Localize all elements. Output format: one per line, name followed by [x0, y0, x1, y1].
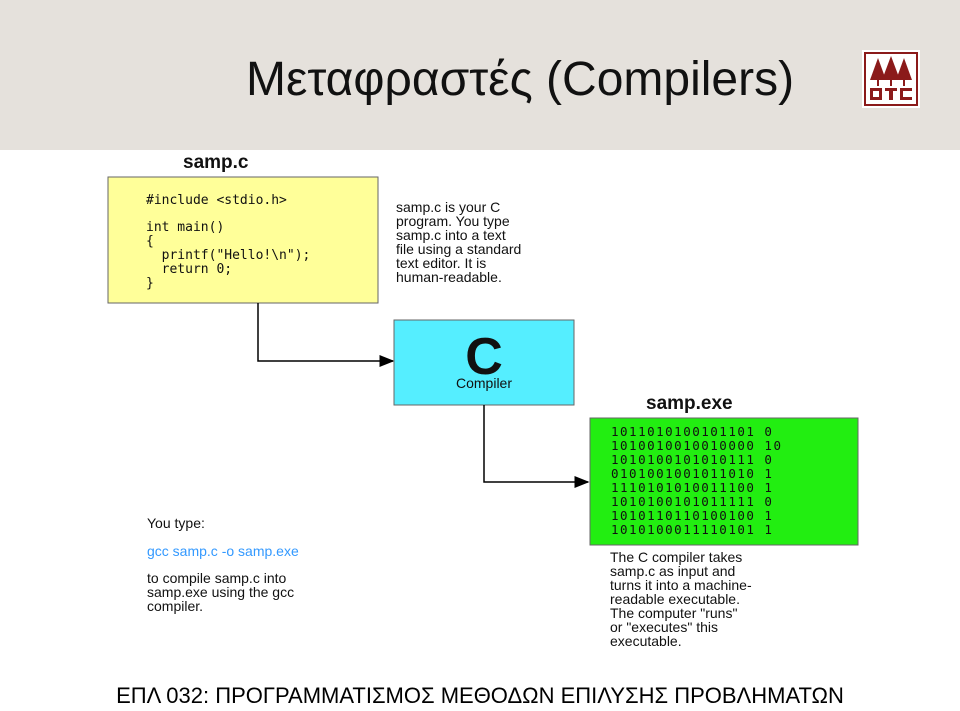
compiler-label: Compiler [456, 375, 512, 391]
code-line: printf("Hello!\n"); [146, 248, 310, 263]
executable-box [589, 417, 859, 546]
compiler-letter: C [465, 328, 503, 386]
binary-line: 1011010100101101 0 [611, 424, 773, 439]
gcc-command: gcc samp.c -o samp.exe [147, 543, 299, 559]
compiler-box [393, 319, 575, 406]
source-file-box [107, 176, 379, 304]
you-type-description: to compile samp.c into samp.exe using th… [147, 570, 298, 614]
binary-line: 0101001001011010 1 [611, 466, 773, 481]
arrow-source-to-compiler [257, 303, 395, 367]
arrow-compiler-to-exe [483, 405, 590, 488]
cypress-tree-logo-icon [862, 50, 920, 108]
executable-label: samp.exe [646, 393, 733, 414]
code-line: #include <stdio.h> [146, 193, 287, 208]
executable-description: The C compiler takes samp.c as input and… [610, 549, 756, 649]
binary-line: 1010110110100100 1 [611, 508, 773, 523]
source-description: samp.c is your C program. You type samp.… [396, 199, 525, 285]
binary-line: 1010010010010000 10 [611, 438, 783, 453]
source-file-label: samp.c [183, 152, 249, 173]
you-type-prompt: You type: [147, 515, 205, 531]
code-line: } [146, 276, 154, 291]
page-title: Μεταφραστές (Compilers) [246, 53, 795, 106]
header-bar [0, 0, 960, 150]
binary-line: 1010100101011111 0 [611, 494, 773, 509]
binary-line: 1110101010011100 1 [611, 480, 773, 495]
code-line: int main() [146, 220, 224, 235]
binary-line: 1010100101010111 0 [611, 452, 773, 467]
code-line: return 0; [146, 262, 232, 277]
source-code-block: #include <stdio.h> int main() { printf("… [146, 193, 318, 291]
code-line: { [146, 234, 154, 249]
binary-line: 1010100011110101 1 [611, 522, 773, 537]
footer-course-title: ΕΠΛ 032: ΠΡΟΓΡΑΜΜΑΤΙΣΜΟΣ ΜΕΘΟΔΩΝ ΕΠΙΛΥΣΗ… [116, 683, 844, 708]
binary-block: 1011010100101101 0 1010010010010000 10 1… [611, 424, 792, 537]
